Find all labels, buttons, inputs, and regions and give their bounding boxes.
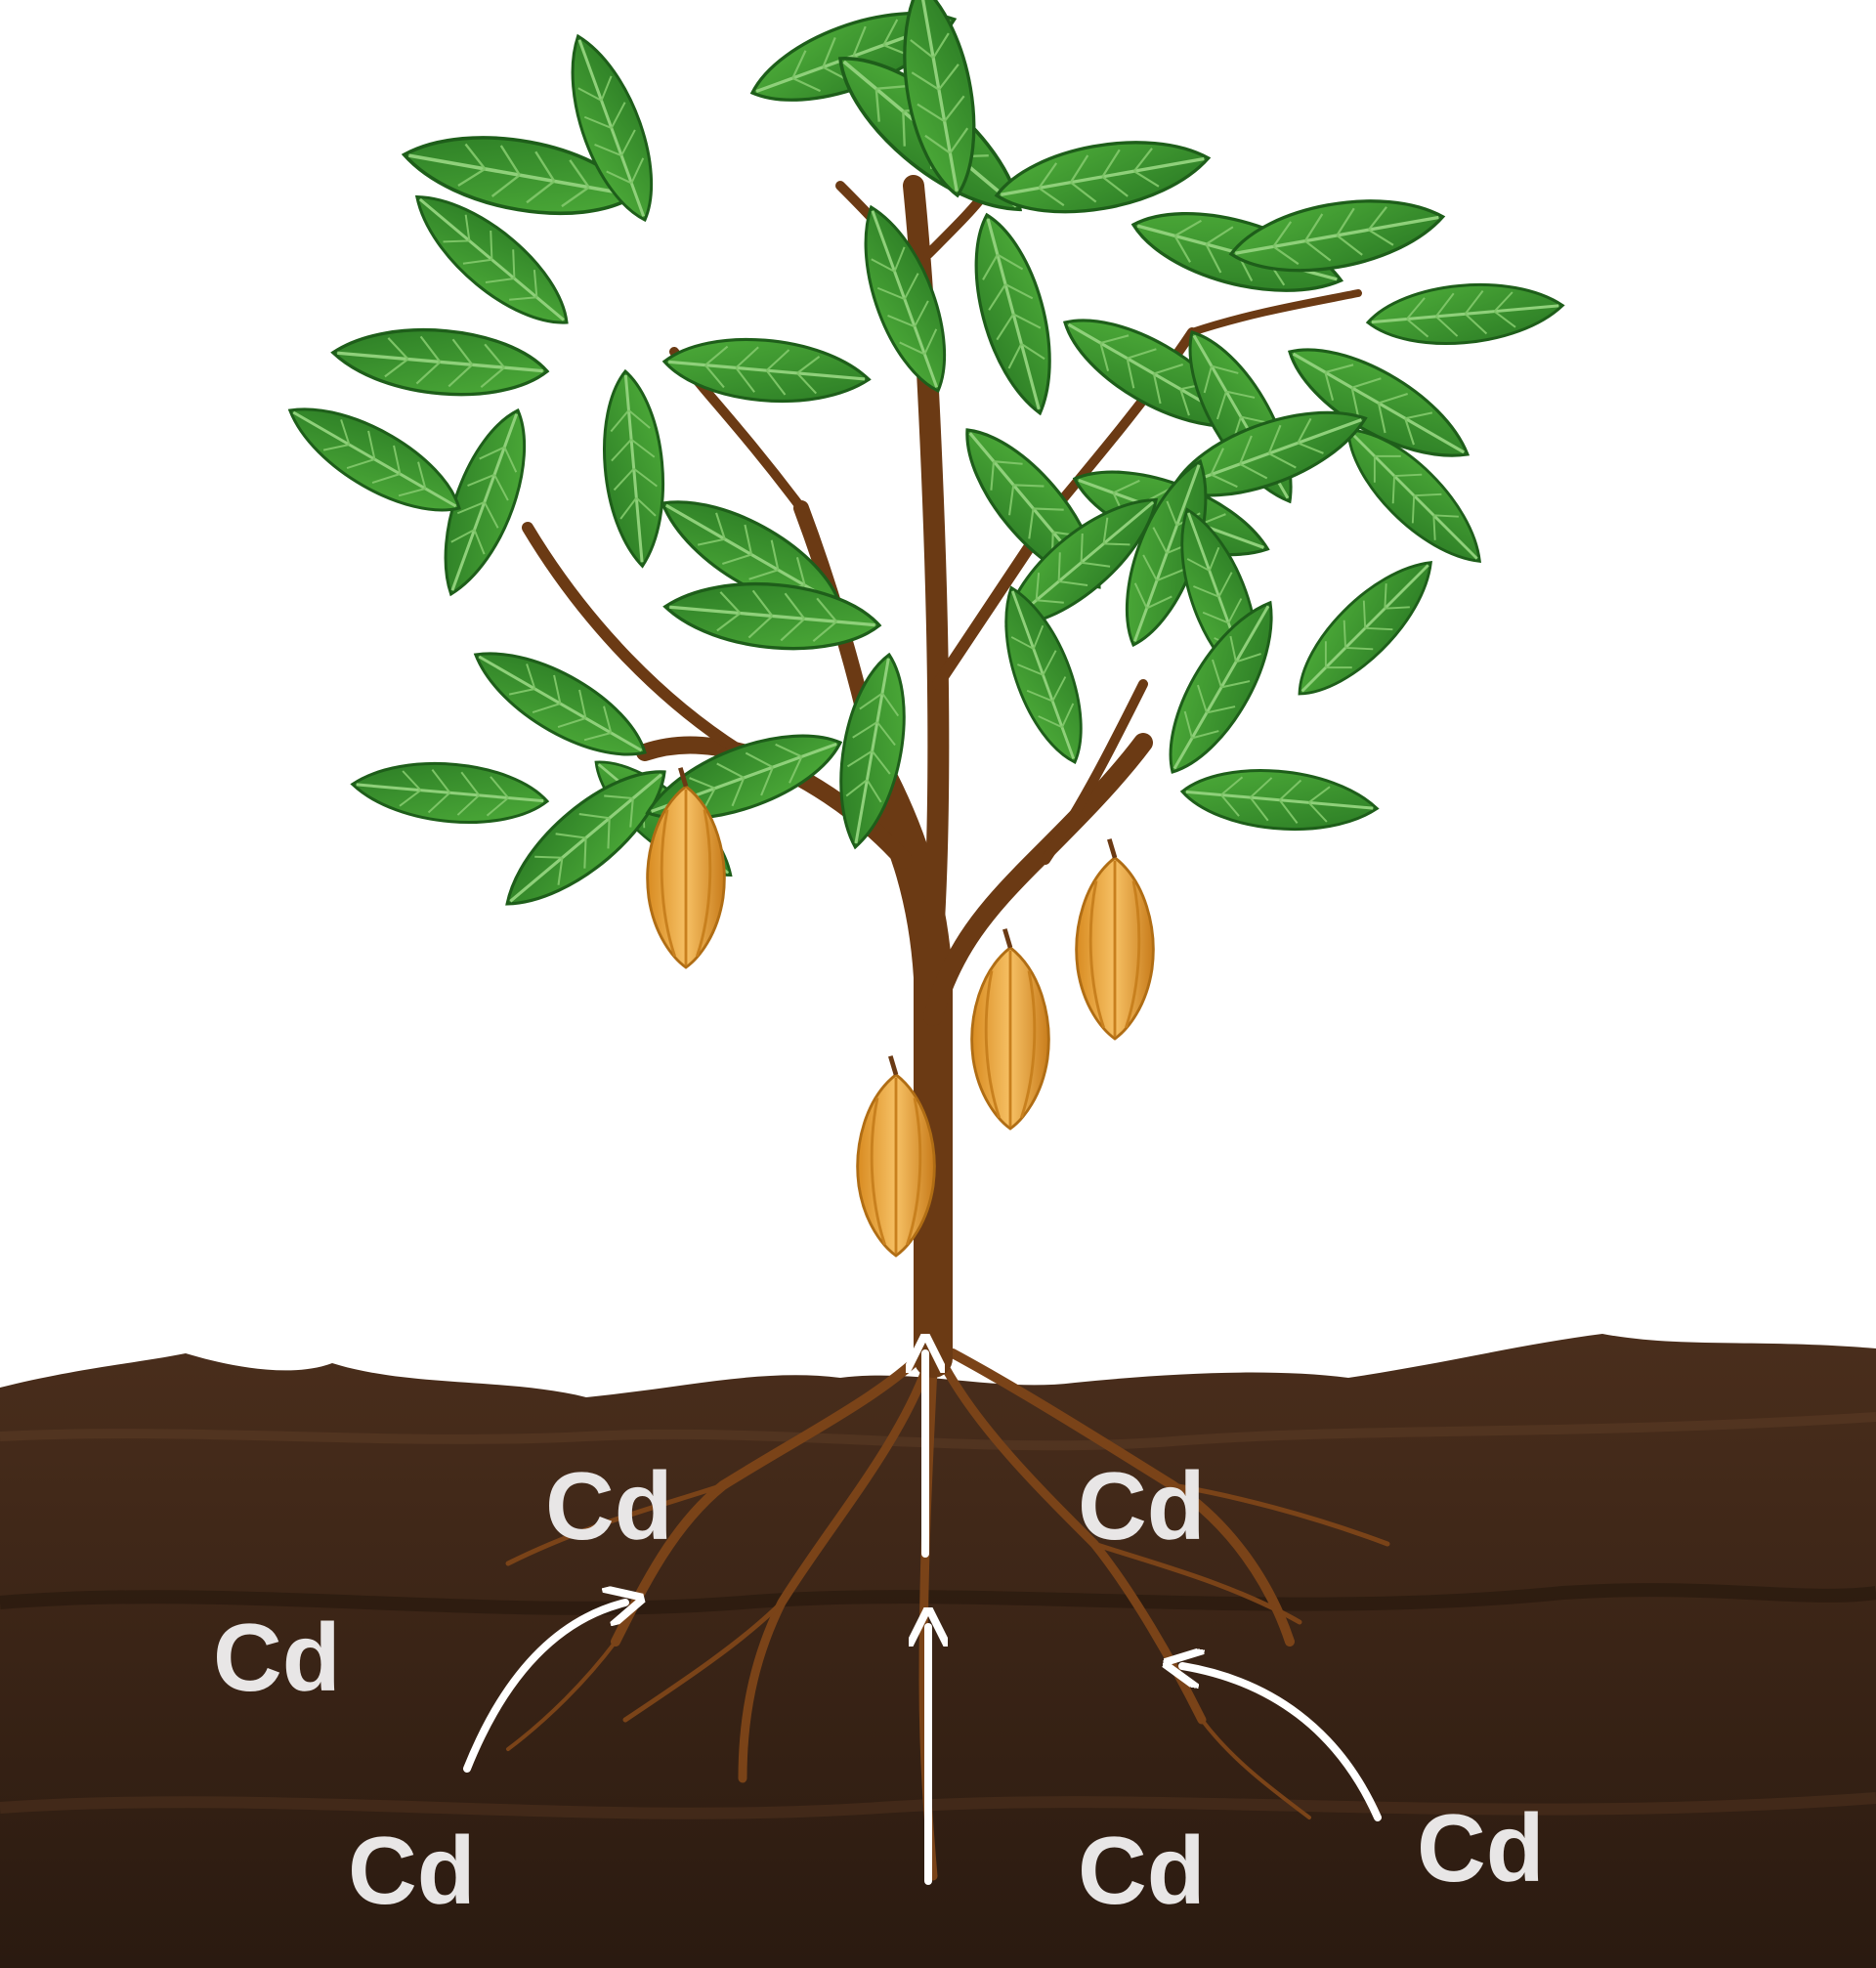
- leaf-canopy: [276, 0, 1565, 927]
- cd-label: Cd: [545, 1452, 673, 1560]
- cacao-pod: [1077, 839, 1154, 1039]
- cd-label: Cd: [1078, 1817, 1206, 1924]
- cacao-pod: [972, 929, 1049, 1129]
- cd-label: Cd: [1417, 1794, 1545, 1902]
- cd-label: Cd: [1078, 1452, 1206, 1560]
- cd-label: Cd: [213, 1604, 341, 1711]
- cd-label: Cd: [348, 1817, 476, 1924]
